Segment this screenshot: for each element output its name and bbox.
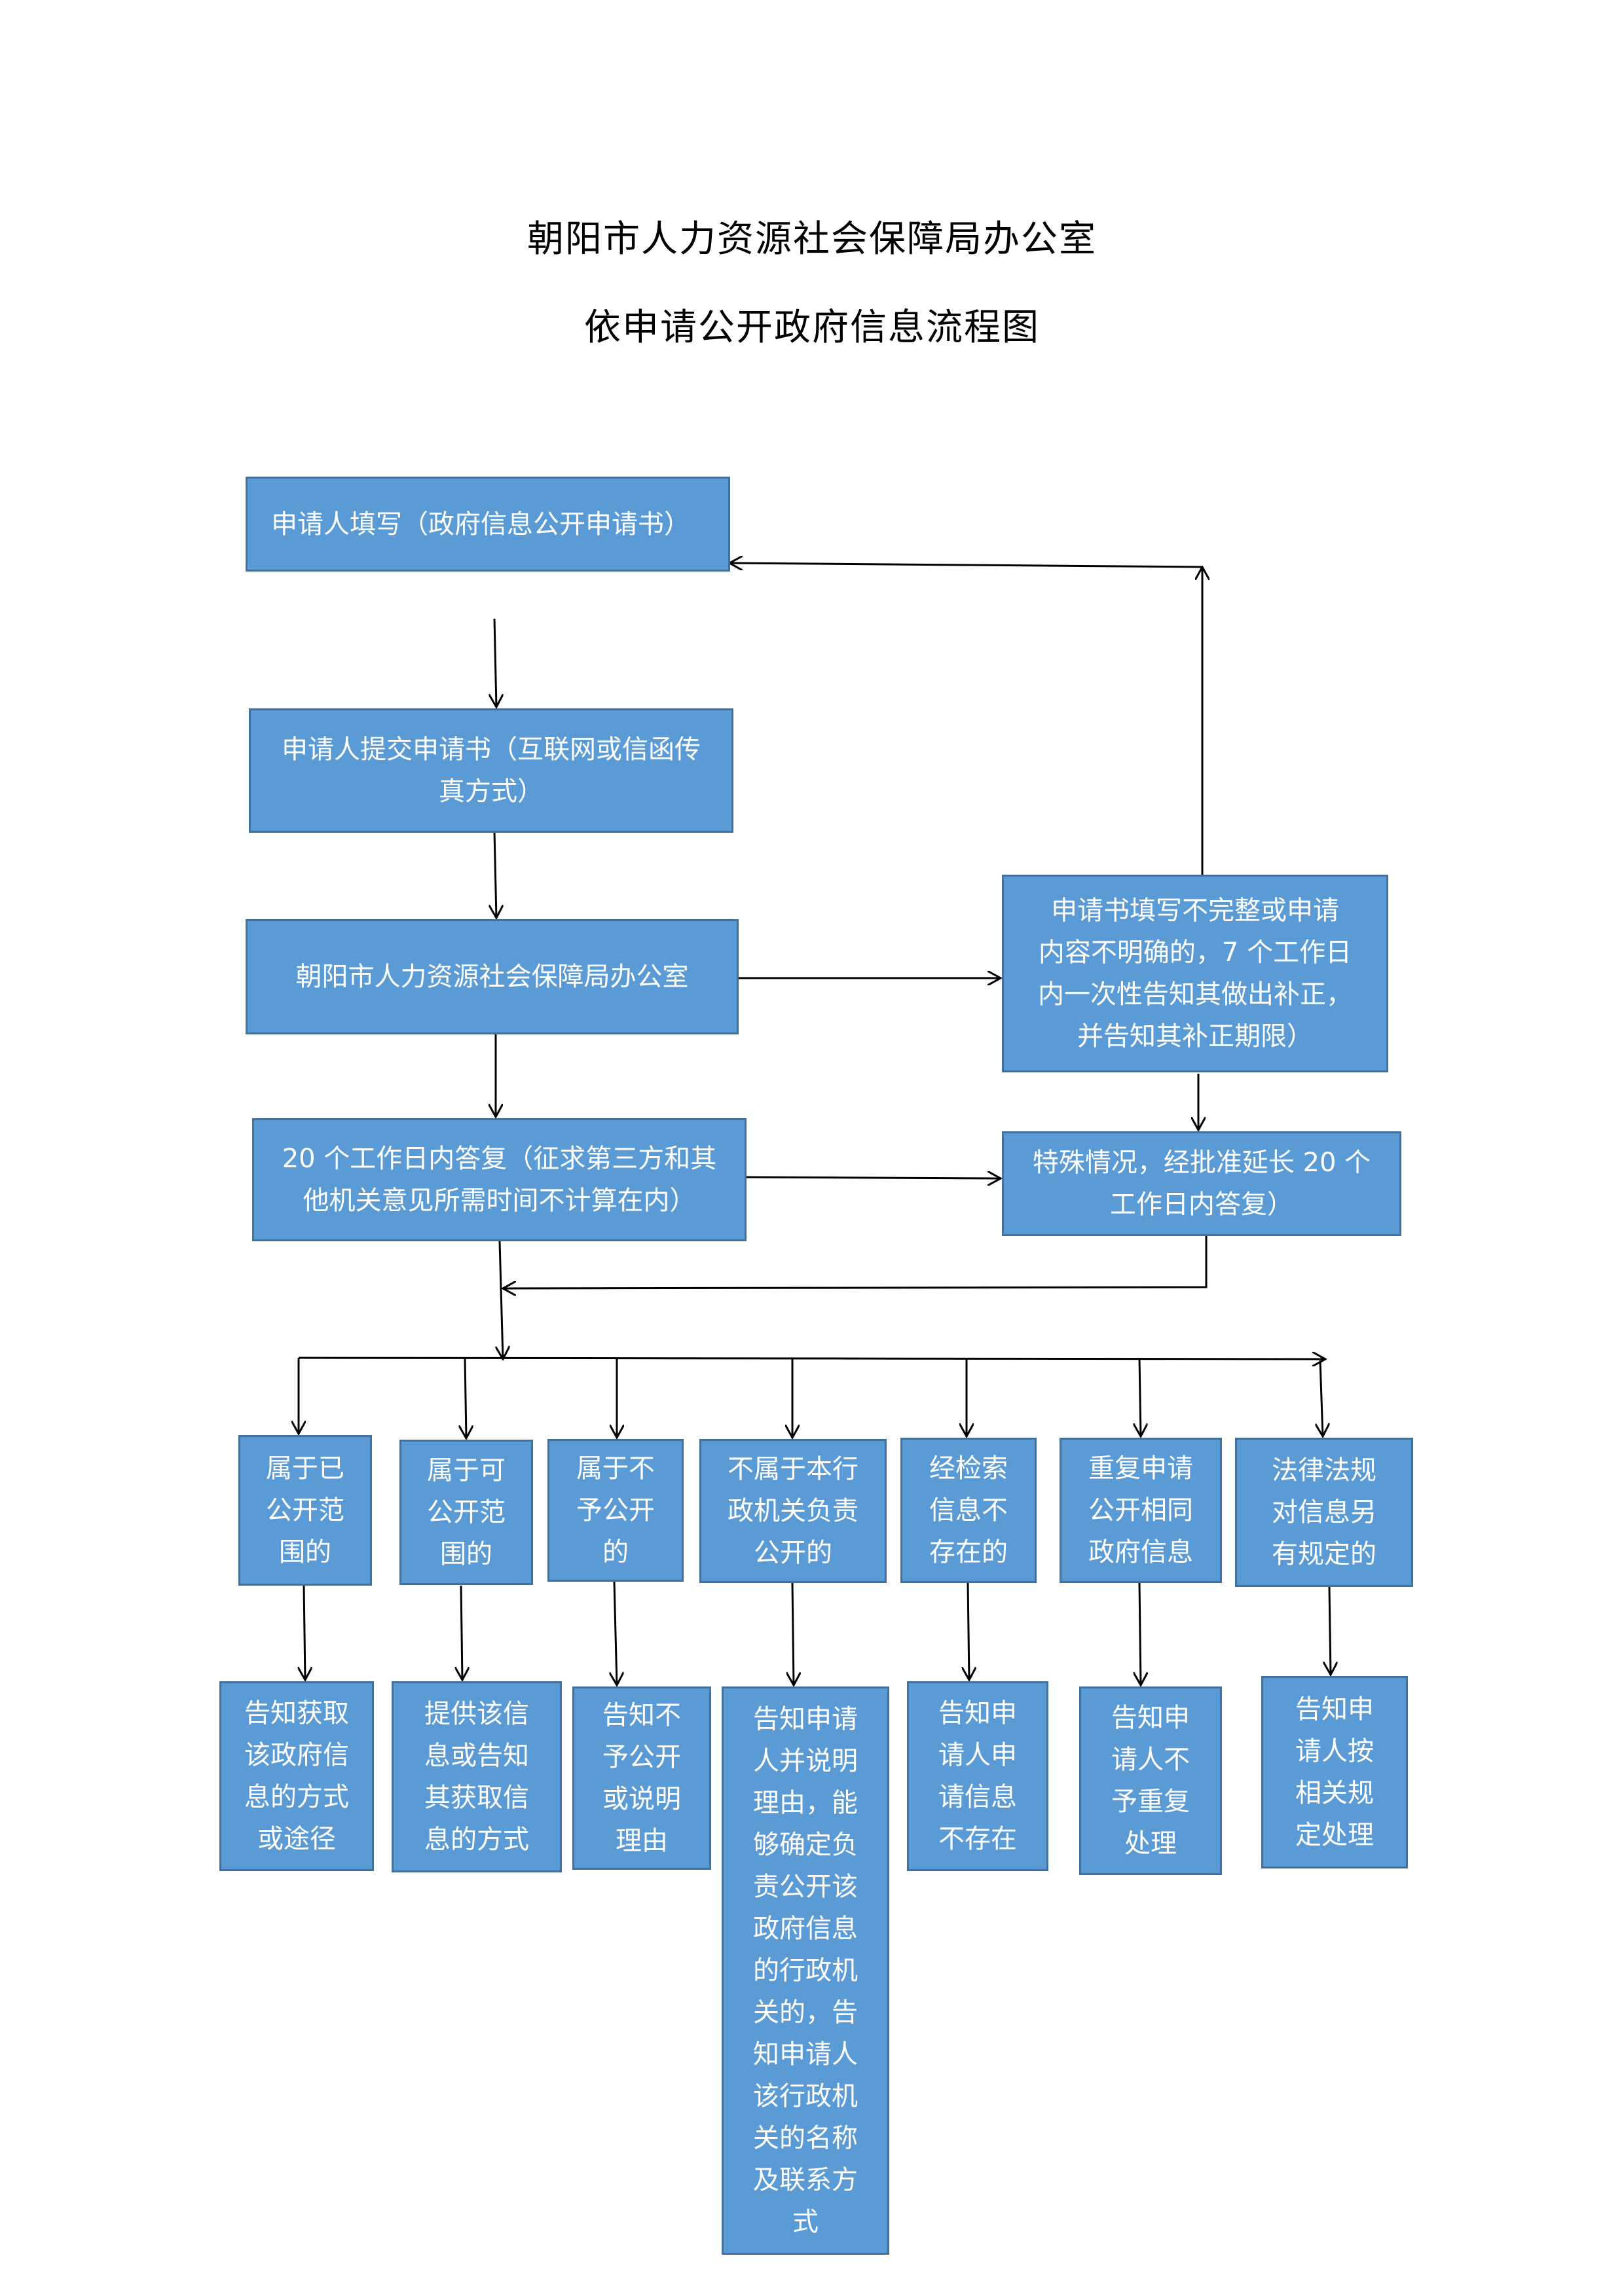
distribution-line	[298, 1358, 1325, 1359]
node-submit: 申请人提交申请书（互联网或信函传 真方式）	[249, 708, 733, 833]
title-line-1: 朝阳市人力资源社会保障局办公室	[527, 218, 1097, 261]
arrow-back-to-fill	[729, 563, 1203, 567]
arrow-result-4	[792, 1582, 794, 1685]
result-box: 告知申请 人并说明 理由，能 够确定负 责公开该 政府信息 的行政机 关的，告 …	[722, 1686, 889, 2255]
node-office: 朝阳市人力资源社会保障局办公室	[246, 919, 739, 1034]
category-box: 不属于本行 政机关负责 公开的	[699, 1439, 887, 1583]
result-box: 告知申 请人不 予重复 处理	[1079, 1686, 1222, 1875]
category-box: 重复申请 公开相同 政府信息	[1060, 1438, 1222, 1583]
node-extend: 特殊情况，经批准延长 20 个 工作日内答复）	[1002, 1131, 1401, 1236]
arrow-result-7	[1329, 1586, 1331, 1675]
arrow-fill-to-submit	[494, 618, 496, 707]
arrow-drop-7	[1320, 1360, 1323, 1436]
result-box: 提供该信 息或告知 其获取信 息的方式	[392, 1681, 562, 1872]
arrow-drop-6	[1139, 1357, 1141, 1436]
arrow-result-5	[968, 1582, 969, 1680]
arrow-result-1	[304, 1585, 305, 1680]
arrow-result-2	[461, 1585, 462, 1680]
result-box: 告知申 请人申 请信息 不存在	[907, 1681, 1048, 1871]
title-line-2: 依申请公开政府信息流程图	[584, 306, 1040, 349]
node-fill-form: 申请人填写（政府信息公开申请书）	[246, 477, 730, 572]
result-box: 告知不 予公开 或说明 理由	[572, 1686, 711, 1870]
arrow-result-3	[614, 1581, 617, 1685]
arrow-reply-to-extend	[746, 1177, 1001, 1178]
category-box: 属于可 公开范 围的	[399, 1440, 533, 1585]
arrow-drop-2	[465, 1357, 466, 1438]
category-box: 经检索 信息不 存在的	[900, 1438, 1037, 1583]
arrow-reply-down	[500, 1241, 503, 1359]
result-box: 告知获取 该政府信 息的方式 或途径	[219, 1681, 374, 1871]
node-reply-20-days: 20 个工作日内答复（征求第三方和其 他机关意见所需时间不计算在内）	[252, 1118, 747, 1241]
arrow-submit-to-office	[494, 831, 496, 918]
arrow-result-6	[1139, 1582, 1141, 1685]
category-box: 属于不 予公开 的	[547, 1439, 684, 1582]
category-box: 法律法规 对信息另 有规定的	[1235, 1438, 1413, 1587]
result-box: 告知申 请人按 相关规 定处理	[1261, 1676, 1408, 1868]
arrow-extend-return	[503, 1236, 1208, 1288]
category-box: 属于已 公开范 围的	[238, 1435, 372, 1586]
node-incomplete: 申请书填写不完整或申请 内容不明确的，7 个工作日 内一次性告知其做出补正， 并…	[1002, 875, 1388, 1072]
